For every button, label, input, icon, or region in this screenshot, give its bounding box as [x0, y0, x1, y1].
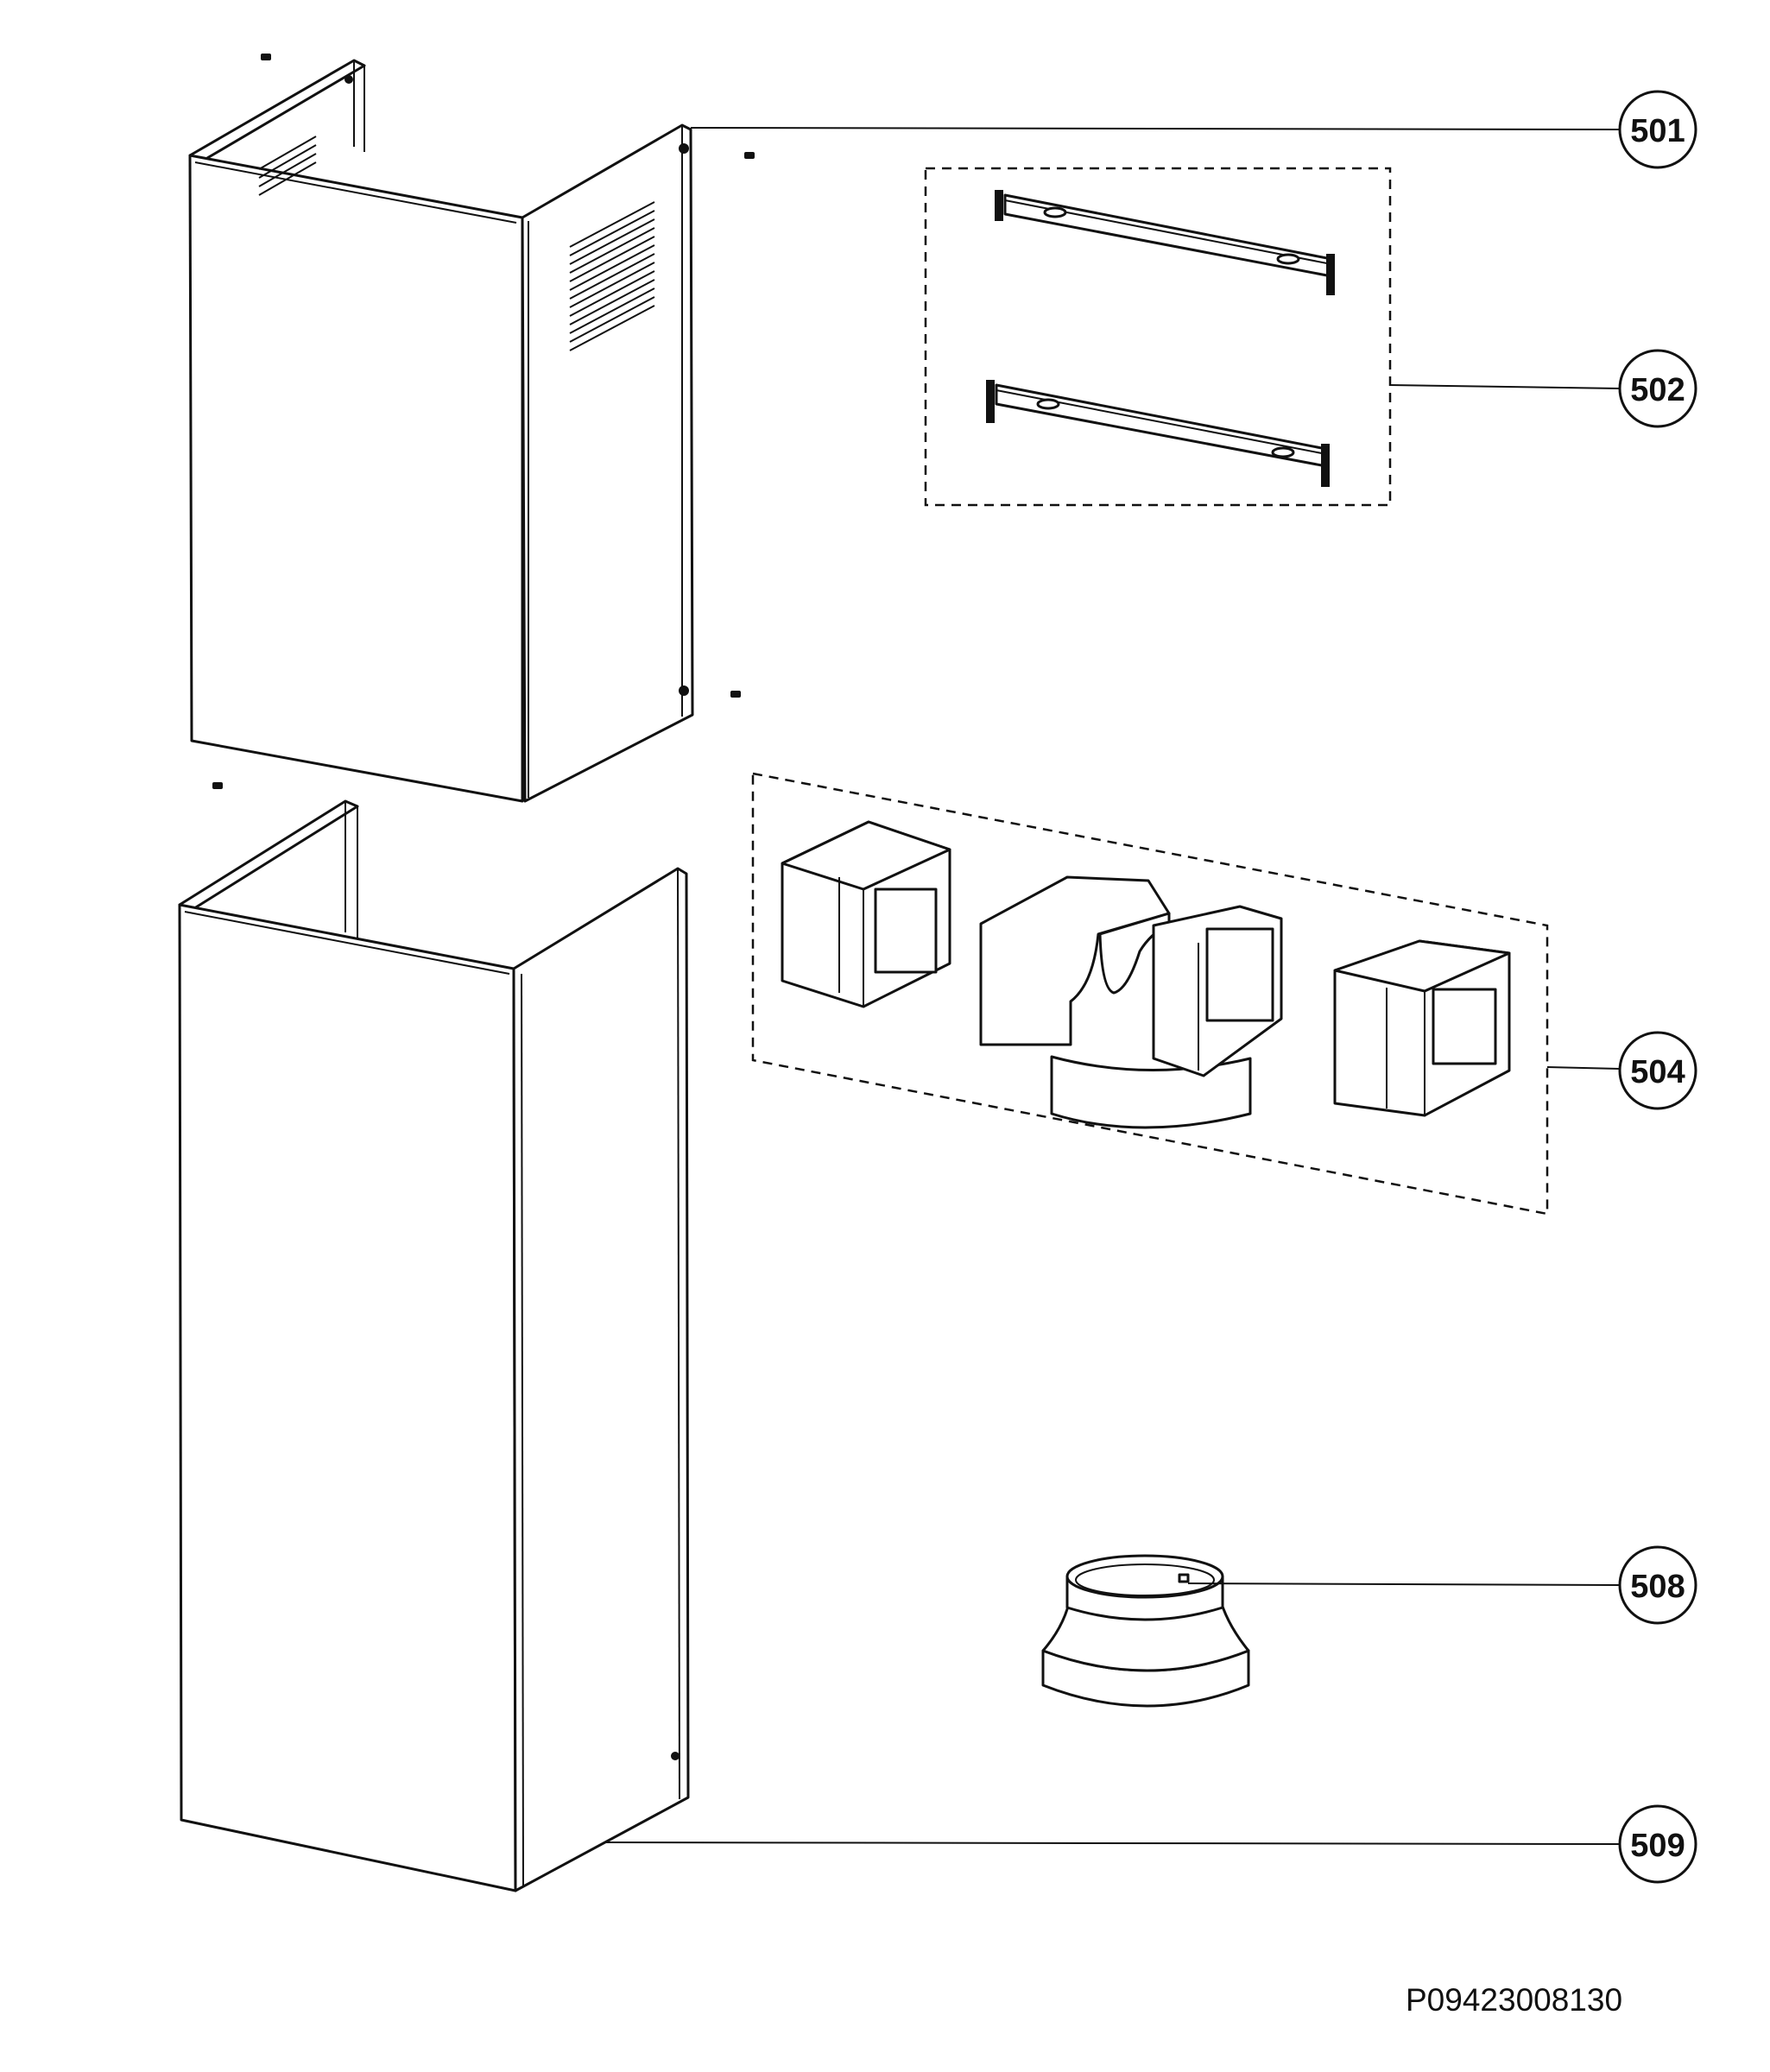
screws: [212, 54, 755, 789]
square-duct-right: [1333, 939, 1511, 1117]
vent-slots-right: [569, 201, 655, 351]
callout-509: 509: [1618, 1804, 1697, 1884]
callout-508: 508: [1618, 1545, 1697, 1625]
callout-502: 502: [1618, 349, 1697, 428]
callout-label-502: 502: [1630, 372, 1685, 408]
reducer-ring: [1041, 1554, 1250, 1708]
lower-chimney-cover: [178, 799, 690, 1892]
mounting-bracket-top: [995, 190, 1335, 295]
callout-label-501: 501: [1630, 113, 1685, 149]
upper-chimney-cover: [188, 59, 694, 803]
bracket-group-outline: [924, 167, 1392, 507]
vent-slots-back: [258, 136, 317, 196]
square-duct-left: [781, 820, 951, 1008]
drawing-reference-code: P09423008130: [1406, 1982, 1623, 2018]
callout-501: 501: [1618, 90, 1697, 169]
callout-label-508: 508: [1630, 1569, 1685, 1605]
callout-label-504: 504: [1630, 1054, 1685, 1090]
leader-lines: [604, 127, 1621, 1845]
callout-504: 504: [1618, 1031, 1697, 1110]
mounting-bracket-bottom: [986, 380, 1330, 487]
callout-label-509: 509: [1630, 1828, 1685, 1864]
duct-group-outline: [751, 772, 1549, 1216]
y-duct-connector: [979, 875, 1283, 1129]
